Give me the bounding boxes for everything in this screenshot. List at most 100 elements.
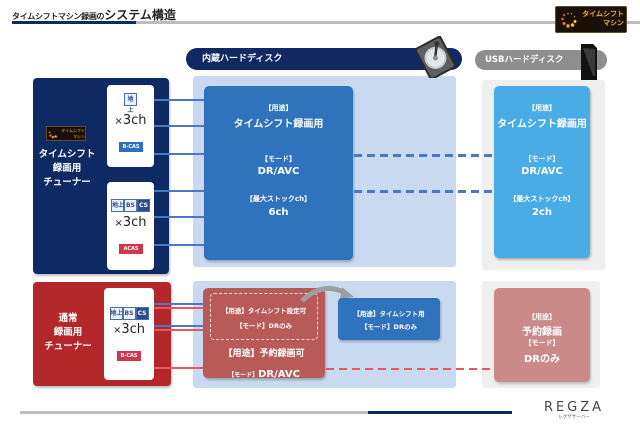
connector-line bbox=[154, 216, 205, 218]
use-value: 【用途】予約録画可 bbox=[223, 349, 305, 359]
timeshift-tuner-box: タイムシフト マシン タイムシフト 録画用 チューナー 地上 ×3ch B-CA… bbox=[33, 78, 169, 274]
usb-link-dashed bbox=[354, 154, 494, 157]
bcas-card-icon: B-CAS bbox=[119, 142, 143, 152]
stock-label: 【最大ストックch】 bbox=[245, 195, 312, 203]
usb-normal-box: 【用途】 予約録画 【モード】 DRのみ bbox=[494, 288, 590, 382]
terrestrial-icon: 地上 bbox=[111, 199, 124, 212]
bs-icon: BS bbox=[124, 199, 137, 212]
use-label: 【用途】 bbox=[264, 104, 293, 112]
tuner-logo-text: タイムシフト マシン bbox=[59, 128, 85, 139]
target-use: 【用途】タイムシフト用 bbox=[353, 310, 425, 318]
mode-value: DR/AVC bbox=[258, 369, 300, 380]
connector-line bbox=[154, 303, 204, 305]
connector-line bbox=[154, 153, 205, 155]
mode-label: 【モード】 bbox=[524, 155, 560, 163]
logo-dial-icon-small bbox=[48, 131, 57, 139]
channel-count-value: 3ch bbox=[122, 215, 147, 230]
channel-count-value: 3ch bbox=[122, 113, 147, 128]
cs-icon: CS bbox=[137, 199, 150, 212]
connector-line bbox=[154, 190, 205, 192]
connector-line bbox=[154, 244, 205, 246]
usb-hdd-header: USBハードディスク bbox=[475, 50, 607, 70]
tuner-group-terrestrial: 地上 ×3ch B-CAS bbox=[107, 85, 154, 167]
internal-normal-box: 【用途】タイムシフト設定可 【モード】DRのみ 【用途】予約録画可 【モード】D… bbox=[203, 288, 325, 381]
title-underline bbox=[136, 21, 640, 24]
use-value: タイムシフト録画用 bbox=[497, 119, 587, 130]
title-prefix: タイムシフトマシン録画の bbox=[12, 12, 105, 21]
logo-text-line2: マシン bbox=[603, 19, 624, 27]
channel-count-prefix: × bbox=[114, 218, 123, 229]
use-label: 【用途】 bbox=[528, 313, 556, 321]
mode-value: DR/AVC bbox=[257, 166, 300, 177]
curved-arrow-icon bbox=[300, 286, 354, 303]
title-main: システム構造 bbox=[104, 8, 176, 22]
connector-line bbox=[154, 125, 205, 127]
timeshift-tuner-label-line3: チューナー bbox=[43, 177, 91, 188]
brand-sub: レグザサーバー bbox=[558, 415, 590, 420]
footer-divider-accent bbox=[368, 411, 512, 414]
usb-drive-icon bbox=[581, 44, 597, 80]
connector-line bbox=[154, 329, 204, 331]
tuner-logo-line2: マシン bbox=[73, 133, 85, 139]
usb-link-dashed-red bbox=[326, 368, 494, 370]
mode-label: 【モード】 bbox=[228, 372, 259, 379]
normal-tuner-label-line1: 通常 bbox=[58, 313, 78, 324]
stock-value: 6ch bbox=[268, 207, 289, 218]
broadcast-icons: 地上 bbox=[107, 93, 154, 116]
internal-timeshift-target-box: 【用途】タイムシフト用 【モード】DRのみ bbox=[338, 298, 440, 340]
mode-value: DR/AVC bbox=[521, 166, 563, 177]
channel-count: ×3ch bbox=[104, 322, 154, 337]
page-title: タイムシフトマシン録画のシステム構造 bbox=[12, 4, 176, 23]
terrestrial-icon: 地上 bbox=[124, 93, 137, 114]
footer-divider bbox=[20, 411, 368, 414]
timeshift-configurable-area: 【用途】タイムシフト設定可 【モード】DRのみ bbox=[210, 293, 318, 340]
usb-timeshift-box: 【用途】 タイムシフト録画用 【モード】 DR/AVC 【最大ストックch】 2… bbox=[494, 86, 590, 258]
logo-text-line1: タイムシフト bbox=[582, 10, 624, 18]
mode-label: 【モード】 bbox=[261, 155, 296, 163]
connector-line bbox=[154, 99, 205, 101]
connector-line bbox=[154, 307, 204, 309]
hard-disk-icon bbox=[414, 36, 457, 78]
stock-label: 【最大ストックch】 bbox=[509, 195, 575, 203]
regza-logo: REGZA レグザサーバー bbox=[516, 400, 632, 420]
logo-text: タイムシフト マシン bbox=[580, 10, 624, 28]
channel-count-value: 3ch bbox=[121, 322, 146, 337]
stock-value: 2ch bbox=[531, 207, 552, 218]
terrestrial-icon: 地上 bbox=[109, 307, 123, 320]
target-mode: 【モード】DRのみ bbox=[361, 323, 417, 331]
timeshift-machine-logo: タイムシフト マシン bbox=[555, 6, 627, 33]
internal-timeshift-box: 【用途】 タイムシフト録画用 【モード】 DR/AVC 【最大ストックch】 6… bbox=[204, 86, 353, 260]
inner-mode: 【モード】DRのみ bbox=[236, 322, 292, 330]
normal-tuner-label-line2: 録画用 bbox=[53, 327, 83, 338]
bs-icon: BS bbox=[122, 307, 136, 320]
channel-count: ×3ch bbox=[107, 113, 154, 128]
usb-link-dashed bbox=[354, 190, 494, 193]
timeshift-tuner-label-line1: タイムシフト bbox=[38, 149, 96, 160]
use-value: タイムシフト録画用 bbox=[233, 119, 324, 130]
use-value: 予約録画 bbox=[522, 327, 562, 338]
normal-tuner-label: 通常 録画用 チューナー bbox=[33, 312, 103, 354]
acas-card-icon: ACAS bbox=[119, 244, 143, 254]
mode: 【モード】DR/AVC bbox=[203, 362, 325, 381]
connector-line bbox=[154, 325, 204, 327]
cs-icon: CS bbox=[135, 307, 149, 320]
internal-hdd-header: 内蔵ハードディスク bbox=[186, 48, 462, 70]
channel-count-prefix: × bbox=[112, 325, 122, 336]
timeshift-tuner-label: タイムシフト 録画用 チューナー bbox=[33, 148, 101, 190]
channel-count: ×3ch bbox=[107, 215, 154, 230]
inner-use: 【用途】タイムシフト設定可 bbox=[221, 307, 307, 315]
tuner-timeshift-logo: タイムシフト マシン bbox=[46, 126, 86, 141]
logo-dial-icon bbox=[561, 12, 577, 28]
connector-line bbox=[154, 367, 204, 369]
use-label: 【用途】 bbox=[528, 104, 556, 112]
brand-name: REGZA bbox=[543, 400, 605, 415]
tuner-logo-line1: タイムシフト bbox=[61, 128, 85, 133]
mode-label: 【モード】 bbox=[524, 339, 560, 347]
normal-tuner-label-line3: チューナー bbox=[44, 341, 92, 352]
mode-value: DRのみ bbox=[523, 354, 560, 365]
